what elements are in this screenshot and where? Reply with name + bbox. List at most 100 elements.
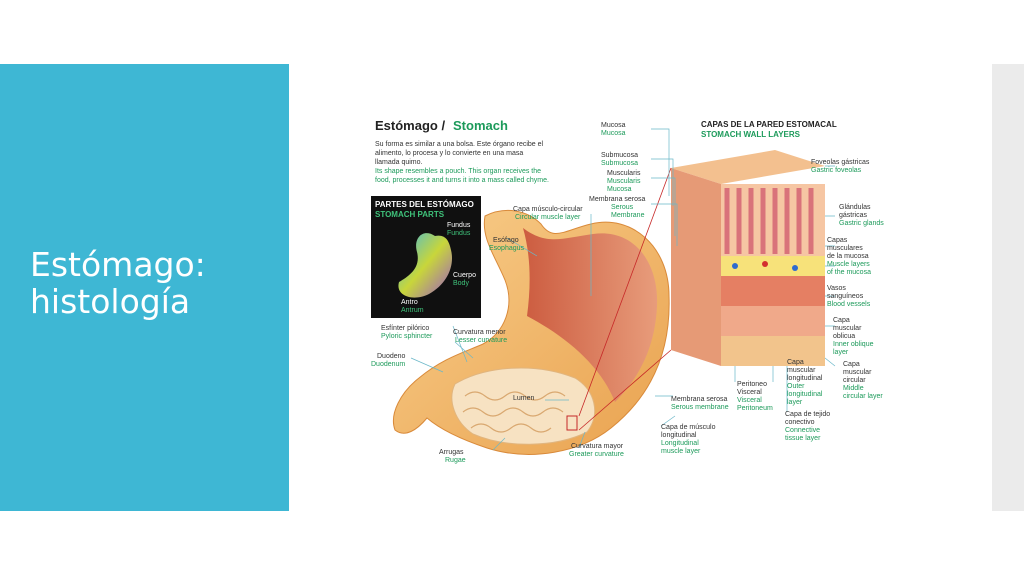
label-submucosa-es: Submucosa	[601, 152, 638, 159]
label-foveolas-en: Gastric foveolas	[811, 167, 862, 174]
label-peritoneo-es1: Peritoneo	[737, 381, 767, 388]
desc-en-1: Its shape resembles a pouch. This organ …	[375, 168, 541, 175]
label-ccirc-es2: muscular	[843, 369, 872, 376]
parts-fundus-es: Fundus	[447, 222, 471, 229]
label-lumen: Lumen	[513, 395, 535, 402]
parts-fundus-en: Fundus	[447, 230, 471, 237]
label-vasos-en: Blood vessels	[827, 301, 871, 308]
wall-title-en: STOMACH WALL LAYERS	[701, 130, 801, 139]
label-longi-en1: Longitudinal	[661, 440, 699, 447]
label-clong-en1: Outer	[787, 383, 805, 390]
label-oblicua-es3: oblicua	[833, 333, 855, 340]
label-curv-menor-en: Lesser curvature	[455, 337, 507, 344]
longitudinal-layer	[721, 336, 825, 366]
label-curv-mayor-es: Curvatura mayor	[571, 443, 624, 450]
label-tejido-en1: Connective	[785, 427, 820, 434]
label-oblicua-es2: muscular	[833, 325, 862, 332]
desc-es-1: Su forma es similar a una bolsa. Este ór…	[375, 141, 544, 148]
label-ccirc-es3: circular	[843, 377, 866, 384]
label-esofago-en: Esophagus	[489, 245, 525, 252]
label-longi-es2: longitudinal	[661, 432, 697, 439]
rugae-folds	[462, 391, 566, 433]
label-ccirc-es1: Capa	[843, 361, 860, 368]
label-circular-en: Circular muscle layer	[515, 214, 581, 221]
label-tejido-es1: Capa de tejido	[785, 411, 830, 418]
label-longi-es1: Capa de músculo	[661, 424, 716, 431]
label-curv-mayor-en: Greater curvature	[569, 451, 624, 458]
desc-en-2: food, processes it and turns it into a m…	[375, 177, 549, 184]
label-esfinter-es: Esfínter pilórico	[381, 325, 429, 332]
stomach-lumen	[451, 367, 596, 445]
label-clong-es3: longitudinal	[787, 375, 823, 382]
zoom-line-top	[578, 167, 672, 417]
label-esfinter-en: Pyloric sphincter	[381, 333, 433, 340]
label-circular-es: Capa músculo-circular	[513, 206, 583, 213]
zoom-box	[566, 415, 578, 431]
label-serosa2-en: Serous membrane	[671, 404, 729, 411]
label-vasos-es1: Vasos	[827, 285, 846, 292]
label-capas-es2: musculares	[827, 245, 863, 252]
slide-title: Estómago: histología	[30, 246, 206, 320]
label-ccirc-en2: circular layer	[843, 393, 883, 400]
parts-body-es: Cuerpo	[453, 272, 476, 279]
oblique-layer	[721, 276, 825, 306]
label-glandulas-es2: gástricas	[839, 212, 868, 219]
label-muscularis-en2: Mucosa	[607, 186, 632, 193]
right-edge-strip	[992, 64, 1024, 511]
wall-top-face	[671, 150, 825, 184]
submucosa-layer	[721, 256, 825, 276]
label-arrugas-es: Arrugas	[439, 449, 464, 456]
label-capas-en2: of the mucosa	[827, 269, 871, 276]
label-capas-en1: Muscle layers	[827, 261, 870, 268]
label-peritoneo-en1: Visceral	[737, 397, 762, 404]
figure-heading-en: Stomach	[453, 118, 508, 133]
circular-layer	[721, 306, 825, 336]
label-serosa-en1: Serous	[611, 204, 634, 211]
parts-antrum-es: Antro	[401, 299, 418, 306]
circular-muscle-cutaway	[523, 228, 658, 402]
label-peritoneo-en2: Peritoneum	[737, 405, 773, 412]
blood-vessel-3	[792, 265, 798, 271]
label-peritoneo-es2: Visceral	[737, 389, 762, 396]
zoom-line-bottom	[578, 349, 672, 431]
label-glandulas-es1: Glándulas	[839, 204, 871, 211]
label-curv-menor-es: Curvatura menor	[453, 329, 506, 336]
label-capas-es3: de la mucosa	[827, 253, 869, 260]
stomach-diagram-svg: Estómago / Stomach Su forma es similar a…	[371, 118, 884, 464]
label-duodeno-es: Duodeno	[377, 353, 406, 360]
slide-title-line-1: Estómago:	[30, 245, 206, 284]
figure-heading-es: Estómago /	[375, 118, 445, 133]
label-glandulas-en: Gastric glands	[839, 220, 884, 227]
label-arrugas-en: Rugae	[445, 457, 466, 464]
parts-antrum-en: Antrum	[401, 307, 424, 314]
label-foveolas-es: Foveolas gástricas	[811, 159, 870, 166]
label-tejido-en2: tissue layer	[785, 435, 821, 442]
label-mucosa-en: Mucosa	[601, 130, 626, 137]
label-oblicua-en2: layer	[833, 349, 849, 356]
leader-lines	[410, 128, 836, 451]
parts-title-es: PARTES DEL ESTÓMAGO	[375, 200, 474, 209]
label-duodeno-en: Duodenum	[371, 361, 405, 368]
label-tejido-es2: conectivo	[785, 419, 815, 426]
blood-vessel-1	[732, 263, 738, 269]
label-clong-en2: longitudinal	[787, 391, 823, 398]
wall-side-face	[671, 168, 721, 366]
label-oblicua-en1: Inner oblique	[833, 341, 874, 348]
label-serosa-en2: Membrane	[611, 212, 645, 219]
label-longi-en2: muscle layer	[661, 448, 701, 455]
label-serosa2-es: Membrana serosa	[671, 396, 728, 403]
slide-title-line-2: histología	[30, 282, 191, 321]
title-panel	[0, 64, 289, 511]
desc-es-3: llamada quimo.	[375, 159, 423, 166]
blood-vessel-2	[762, 261, 768, 267]
label-muscularis-en1: Muscularis	[607, 178, 641, 185]
gastric-glands	[724, 188, 814, 254]
label-esofago-es: Esófago	[493, 237, 519, 244]
label-serosa-es: Membrana serosa	[589, 196, 646, 203]
label-clong-en3: layer	[787, 399, 803, 406]
label-ccirc-en1: Middle	[843, 385, 864, 392]
label-oblicua-es1: Capa	[833, 317, 850, 324]
label-clong-es2: muscular	[787, 367, 816, 374]
desc-es-2: alimento, lo procesa y lo convierte en u…	[375, 150, 523, 157]
stomach-diagram-image: Estómago / Stomach Su forma es similar a…	[355, 96, 900, 474]
